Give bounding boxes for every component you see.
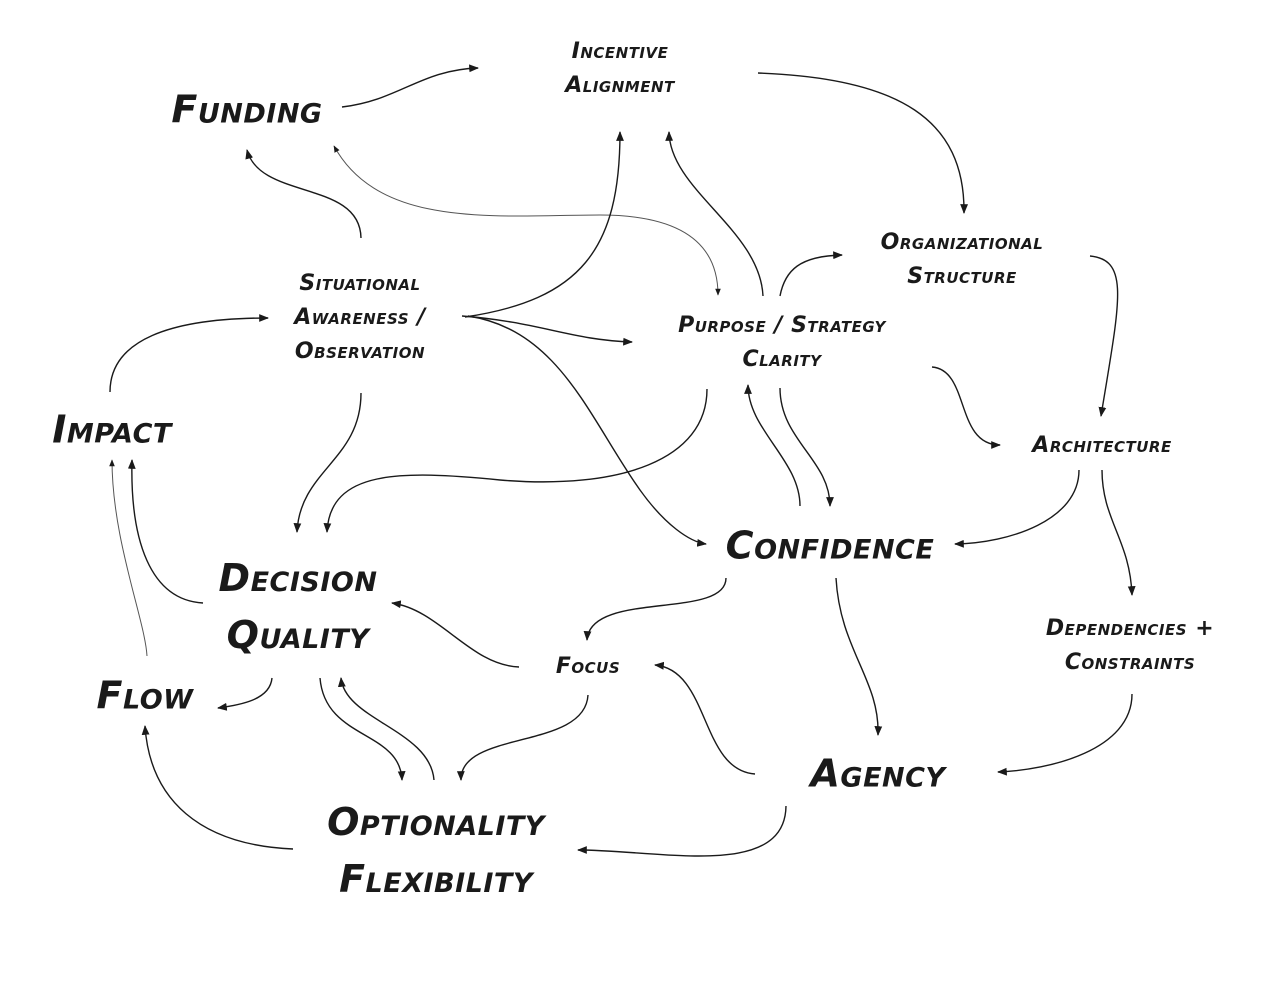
node-label-line: Structure [907, 264, 1017, 289]
node-label-line: Flow [96, 673, 194, 718]
edge-incentive-to-org [757, 72, 969, 214]
node-label-line: Constraints [1064, 650, 1196, 675]
node-label-line: Agency [810, 751, 946, 796]
edge-optionality-to-decision [337, 677, 435, 781]
edge-decision-to-optionality [319, 677, 406, 781]
edge-situational-to-funding [245, 149, 362, 239]
node-label-line: Alignment [565, 73, 675, 98]
node-impact: Impact [52, 402, 172, 459]
node-label-line: Architecture [1032, 432, 1172, 458]
edge-situational-to-incentive [464, 131, 624, 318]
edge-situational-to-purpose [461, 315, 633, 346]
node-label-line: Impact [52, 407, 172, 452]
node-label-line: Optionality [327, 800, 545, 844]
node-label-line: Flexibility [339, 857, 533, 901]
edge-architecture-to-confidence [954, 469, 1080, 548]
edge-org-to-architecture [1089, 255, 1119, 417]
node-label-line: Awareness / [294, 304, 426, 330]
node-confidence: Confidence [726, 518, 935, 575]
edge-decision-to-impact [127, 459, 204, 604]
edge-purpose-to-incentive [665, 131, 764, 297]
edge-situational-to-confidence [467, 315, 707, 547]
node-label-line: Decision [218, 556, 378, 600]
node-architecture: Architecture [1032, 429, 1171, 463]
edge-situational-to-decision [293, 392, 362, 533]
node-flow: Flow [97, 668, 194, 725]
node-dependencies: Dependencies + Constraints [1046, 612, 1214, 680]
edge-flow-to-impact [109, 459, 148, 657]
edge-decision-to-flow [217, 677, 273, 711]
edge-funding-to-purpose [333, 145, 721, 296]
edge-purpose-to-decision [323, 388, 708, 533]
node-label-line: Organizational [880, 229, 1044, 255]
node-label-line: Funding [171, 87, 323, 132]
edge-optionality-to-flow [141, 725, 294, 850]
edge-architecture-to-dependencies [1101, 469, 1136, 596]
node-focus: Focus [556, 650, 620, 684]
node-label-line: Dependencies + [1045, 615, 1215, 641]
edge-confidence-to-purpose [744, 384, 801, 507]
edge-agency-to-focus [654, 661, 756, 775]
edge-focus-to-decision [391, 600, 520, 668]
edge-focus-to-optionality [456, 694, 589, 781]
edge-dependencies-to-agency [997, 693, 1133, 776]
edge-impact-to-situational [109, 314, 269, 393]
edge-funding-to-incentive [341, 64, 479, 108]
node-label-line: Clarity [742, 347, 822, 372]
node-funding: Funding [171, 82, 322, 139]
edge-confidence-to-agency [835, 577, 883, 736]
node-label-line: Incentive [571, 38, 669, 64]
node-label-line: Confidence [725, 523, 935, 568]
edge-agency-to-optionality [577, 805, 787, 857]
node-label-line: Focus [555, 653, 621, 679]
edge-purpose-to-confidence [779, 387, 834, 507]
node-label-line: Situational [299, 270, 421, 296]
edge-confidence-to-focus [583, 577, 727, 641]
node-label-line: Observation [294, 339, 426, 365]
node-label-line: Purpose / Strategy [678, 312, 886, 338]
node-label-line: Quality [226, 613, 370, 657]
node-agency: Agency [811, 746, 946, 803]
edge-purpose-to-architecture [931, 366, 1001, 449]
edge-purpose-to-org [779, 251, 843, 297]
